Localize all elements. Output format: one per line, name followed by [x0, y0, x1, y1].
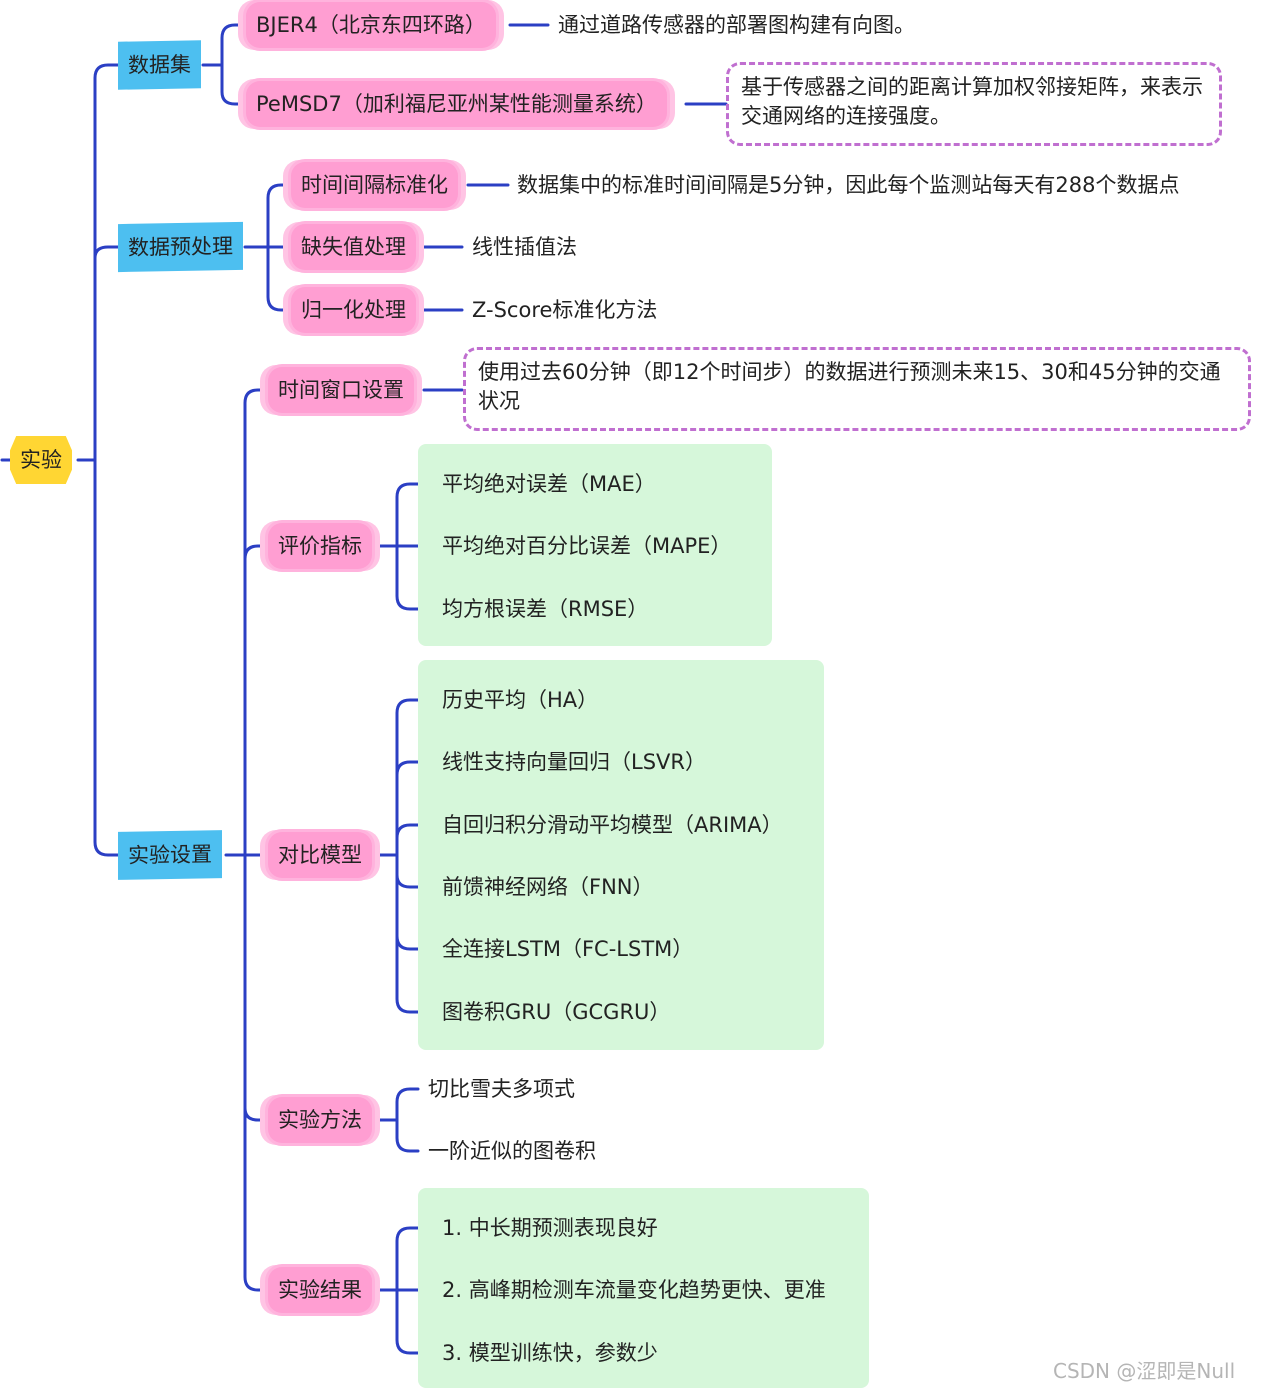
bjer4-node[interactable]: BJER4（北京东四环路） — [246, 2, 496, 48]
pemsd7-note-text: 基于传感器之间的距离计算加权邻接矩阵，来表示交通网络的连接强度。 — [741, 75, 1203, 129]
normalize-label: 归一化处理 — [301, 297, 406, 322]
bjer4-note: 通过道路传感器的部署图构建有向图。 — [554, 13, 919, 38]
missing-node[interactable]: 缺失值处理 — [291, 224, 416, 270]
preprocess-label: 数据预处理 — [128, 233, 233, 260]
window-node[interactable]: 时间窗口设置 — [268, 367, 414, 413]
method-item: 一阶近似的图卷积 — [424, 1139, 600, 1164]
baselines-group-box — [418, 660, 824, 1050]
result-item-text: 1. 中长期预测表现良好 — [442, 1216, 658, 1240]
dataset-node[interactable]: 数据集 — [118, 40, 201, 90]
interval-label: 时间间隔标准化 — [301, 172, 448, 197]
pemsd7-node[interactable]: PeMSD7（加利福尼亚州某性能测量系统） — [246, 81, 667, 127]
method-item: 切比雪夫多项式 — [424, 1077, 579, 1102]
result-item: 1. 中长期预测表现良好 — [438, 1216, 662, 1241]
baseline-item: 历史平均（HA） — [438, 688, 602, 713]
missing-note: 线性插值法 — [468, 235, 581, 260]
baseline-item: 全连接LSTM（FC-LSTM） — [438, 937, 697, 962]
interval-note: 数据集中的标准时间间隔是5分钟，因此每个监测站每天有288个数据点 — [513, 173, 1183, 198]
window-note-text: 使用过去60分钟（即12个时间步）的数据进行预测未来15、30和45分钟的交通状… — [478, 360, 1221, 414]
root-label: 实验 — [20, 447, 62, 472]
metrics-group-box — [418, 444, 772, 646]
interval-node[interactable]: 时间间隔标准化 — [291, 162, 458, 208]
metrics-node[interactable]: 评价指标 — [268, 523, 372, 569]
pemsd7-label: PeMSD7（加利福尼亚州某性能测量系统） — [256, 91, 657, 116]
results-group-box — [418, 1188, 869, 1388]
method-node[interactable]: 实验方法 — [268, 1097, 372, 1143]
bjer4-note-text: 通过道路传感器的部署图构建有向图。 — [558, 13, 915, 37]
method-item-text: 切比雪夫多项式 — [428, 1077, 575, 1101]
baseline-item-text: 自回归积分滑动平均模型（ARIMA） — [442, 813, 783, 837]
baseline-item: 线性支持向量回归（LSVR） — [438, 750, 710, 775]
normalize-note-text: Z-Score标准化方法 — [472, 298, 658, 322]
baselines-node[interactable]: 对比模型 — [268, 832, 372, 878]
baselines-label: 对比模型 — [278, 842, 362, 867]
result-item: 3. 模型训练快，参数少 — [438, 1341, 662, 1366]
dataset-label: 数据集 — [128, 51, 191, 78]
pemsd7-note: 基于传感器之间的距离计算加权邻接矩阵，来表示交通网络的连接强度。 — [726, 62, 1222, 146]
setup-label: 实验设置 — [128, 841, 212, 868]
baseline-item-text: 线性支持向量回归（LSVR） — [442, 750, 706, 774]
metric-item-text: 均方根误差（RMSE） — [442, 597, 649, 621]
result-item-text: 2. 高峰期检测车流量变化趋势更快、更准 — [442, 1278, 826, 1302]
metric-item: 平均绝对百分比误差（MAPE） — [438, 534, 735, 559]
setup-node[interactable]: 实验设置 — [118, 830, 222, 880]
preprocess-node[interactable]: 数据预处理 — [118, 221, 243, 273]
window-label: 时间窗口设置 — [278, 377, 404, 402]
baseline-item-text: 前馈神经网络（FNN） — [442, 875, 654, 899]
baseline-item-text: 历史平均（HA） — [442, 688, 599, 712]
metric-item: 平均绝对误差（MAE） — [438, 472, 660, 497]
baseline-item-text: 全连接LSTM（FC-LSTM） — [442, 937, 694, 961]
bjer4-label: BJER4（北京东四环路） — [256, 12, 486, 37]
normalize-node[interactable]: 归一化处理 — [291, 287, 416, 333]
metrics-label: 评价指标 — [278, 533, 362, 558]
baseline-item: 前馈神经网络（FNN） — [438, 875, 658, 900]
watermark: CSDN @涩即是Null — [1053, 1359, 1236, 1383]
method-label: 实验方法 — [278, 1107, 362, 1132]
metric-item-text: 平均绝对误差（MAE） — [442, 472, 656, 496]
interval-note-text: 数据集中的标准时间间隔是5分钟，因此每个监测站每天有288个数据点 — [517, 173, 1180, 197]
root-node[interactable]: 实验 — [10, 436, 72, 484]
missing-label: 缺失值处理 — [301, 234, 406, 259]
baseline-item-text: 图卷积GRU（GCGRU） — [442, 1000, 671, 1024]
normalize-note: Z-Score标准化方法 — [468, 298, 661, 323]
result-item-text: 3. 模型训练快，参数少 — [442, 1341, 658, 1365]
window-note: 使用过去60分钟（即12个时间步）的数据进行预测未来15、30和45分钟的交通状… — [463, 347, 1251, 431]
results-label: 实验结果 — [278, 1277, 362, 1302]
metric-item-text: 平均绝对百分比误差（MAPE） — [442, 534, 732, 558]
missing-note-text: 线性插值法 — [472, 235, 577, 259]
metric-item: 均方根误差（RMSE） — [438, 597, 652, 622]
baseline-item: 图卷积GRU（GCGRU） — [438, 1000, 674, 1025]
baseline-item: 自回归积分滑动平均模型（ARIMA） — [438, 813, 787, 838]
results-node[interactable]: 实验结果 — [268, 1267, 372, 1313]
result-item: 2. 高峰期检测车流量变化趋势更快、更准 — [438, 1278, 830, 1303]
method-item-text: 一阶近似的图卷积 — [428, 1139, 596, 1163]
